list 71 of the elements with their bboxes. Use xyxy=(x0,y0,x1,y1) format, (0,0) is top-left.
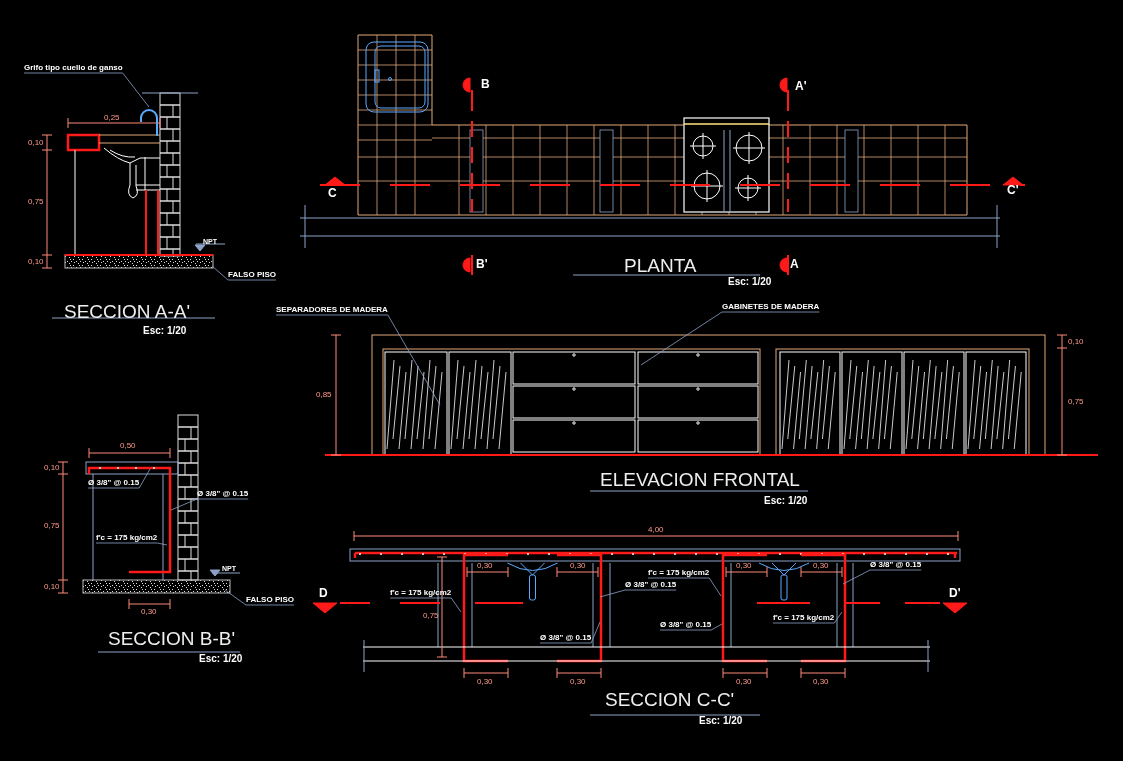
leader-line xyxy=(23,72,150,108)
callout-text: f'c = 175 kg/cm2 xyxy=(648,569,710,577)
leader-line xyxy=(389,597,462,613)
scale-note: Esc: 1/20 xyxy=(199,654,243,664)
callout-text: Ø 3/8" @ 0.15 xyxy=(660,621,712,629)
view-title: SECCION B-B' xyxy=(108,629,236,648)
dimension-text: 4,00 xyxy=(648,526,664,534)
leader-line xyxy=(95,542,168,546)
leader-line xyxy=(842,569,922,585)
callout-text: Ø 3/8" @ 0.15 xyxy=(197,490,249,498)
section-cut-letter: B' xyxy=(476,258,488,270)
leader-line xyxy=(659,623,723,631)
section-cut-letter: C xyxy=(328,187,337,199)
dimension-text: 0,85 xyxy=(316,391,332,399)
leader-line xyxy=(640,311,820,366)
leader-line xyxy=(275,314,441,406)
section-cut-letter: D' xyxy=(949,587,961,599)
scale-note: Esc: 1/20 xyxy=(699,716,743,726)
leader-line xyxy=(772,611,843,624)
dimension-text: 0,10 xyxy=(28,258,44,266)
callout-text: f'c = 175 kg/cm2 xyxy=(390,589,452,597)
dimension-text: 0,30 xyxy=(813,678,829,686)
section-cut-letter: A' xyxy=(795,80,807,92)
dimension-text: 0,10 xyxy=(28,139,44,147)
dimension-text: 0,30 xyxy=(813,562,829,570)
dimension-text: 0,75 xyxy=(1068,398,1084,406)
section-cut-letter: C' xyxy=(1007,184,1019,196)
scale-note: Esc: 1/20 xyxy=(764,496,808,506)
callout-text: GABINETES DE MADERA xyxy=(722,303,820,311)
section-cut-letter: B xyxy=(481,78,490,90)
callout-text: FALSO PISO xyxy=(246,596,294,604)
dimension-text: 0,30 xyxy=(736,562,752,570)
leader-line xyxy=(539,621,601,644)
dimension-text: 0,30 xyxy=(477,678,493,686)
scale-note: Esc: 1/20 xyxy=(143,326,187,336)
callout-text: Ø 3/8" @ 0.15 xyxy=(870,561,922,569)
view-title: SECCION C-C' xyxy=(605,690,735,709)
leader-line xyxy=(211,265,277,281)
callout-text: Ø 3/8" @ 0.15 xyxy=(540,634,592,642)
dimension-text: 0,30 xyxy=(736,678,752,686)
leader-line xyxy=(170,498,249,511)
dimension-text: 0,75 xyxy=(423,612,439,620)
dimension-text: 0,10 xyxy=(44,583,60,591)
scale-note: Esc: 1/20 xyxy=(728,277,772,287)
callout-text: Ø 3/8" @ 0.15 xyxy=(88,479,140,487)
dimension-text: 0,75 xyxy=(28,198,44,206)
dimension-text: 0,30 xyxy=(477,562,493,570)
dimension-text: 0,10 xyxy=(1068,338,1084,346)
dimension-text: 0,30 xyxy=(141,608,157,616)
dimension-text: 0,75 xyxy=(44,522,60,530)
callout-text: FALSO PISO xyxy=(228,271,276,279)
dimension-text: 0,30 xyxy=(570,678,586,686)
section-cut-letter: D xyxy=(319,587,328,599)
leader-line xyxy=(599,589,677,598)
dimension-text: 0,30 xyxy=(570,562,586,570)
dimension-text: 0,25 xyxy=(104,114,120,122)
faucet-drawing xyxy=(138,107,160,137)
callout-text: Grifo tipo cuello de ganso xyxy=(24,64,123,72)
view-title: ELEVACION FRONTAL xyxy=(600,470,800,489)
leader-line xyxy=(87,468,151,489)
view-title: SECCION A-A' xyxy=(64,302,191,321)
callout-text: f'c = 175 kg/cm2 xyxy=(96,534,158,542)
dimension-text: 0,50 xyxy=(120,442,136,450)
callout-text: SEPARADORES DE MADERA xyxy=(276,306,388,314)
leader-line xyxy=(224,589,295,606)
dimension-text: 0,10 xyxy=(44,464,60,472)
callout-text: f'c = 175 kg/cm2 xyxy=(773,614,835,622)
view-title: PLANTA xyxy=(624,256,697,275)
leader-line xyxy=(647,577,722,597)
callout-text: Ø 3/8" @ 0.15 xyxy=(625,581,677,589)
section-cut-letter: A xyxy=(790,258,799,270)
